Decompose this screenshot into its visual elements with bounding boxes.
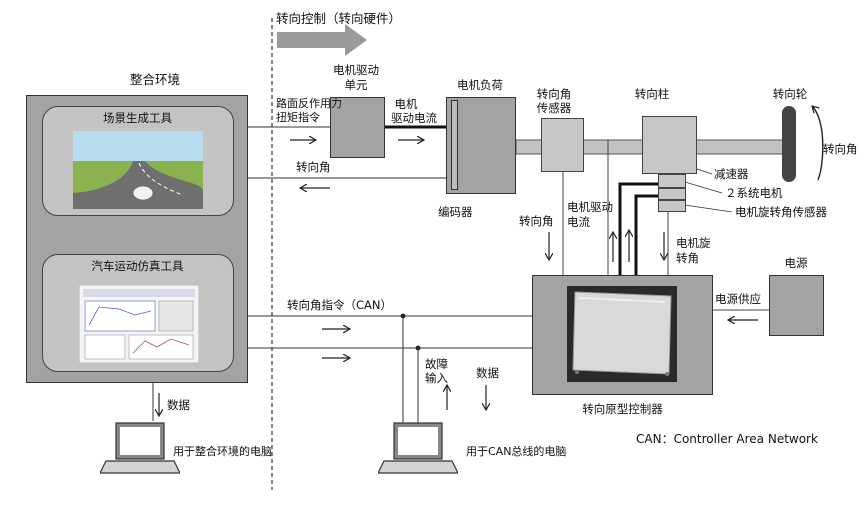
motor-driver-label-2: 单元 xyxy=(344,78,368,92)
angle-sensor-label-2: 传感器 xyxy=(536,101,572,115)
steering-wheel-shape xyxy=(782,106,796,182)
reaction-torque-label-2: 扭矩指令 xyxy=(276,111,320,124)
vehicle-sim-tool-label: 汽车运动仿真工具 xyxy=(91,259,184,273)
can-data-label: 数据 xyxy=(476,366,499,380)
integration-pc-label: 用于整合环境的电脑 xyxy=(173,445,272,458)
encoder-label: 编码器 xyxy=(438,205,473,219)
steer-cmd-can-label: 转向角指令（CAN） xyxy=(287,298,392,312)
reducer-block xyxy=(658,174,686,188)
steering-control-label: 转向控制（转向硬件） xyxy=(276,11,402,26)
current-down-label-1: 电机驱动 xyxy=(567,200,613,214)
power-supply-label: 电源供应 xyxy=(715,292,761,306)
controller-label: 转向原型控制器 xyxy=(582,402,663,416)
drive-current-label-2: 驱动电流 xyxy=(391,111,437,125)
motor-load-box xyxy=(446,97,516,194)
encoder-strip xyxy=(451,100,458,190)
reducer-label: 减速器 xyxy=(714,167,749,181)
power-label: 电源 xyxy=(784,256,808,270)
angle-sensor-label-1: 转向角 xyxy=(536,87,572,101)
current-down-label-2: 电流 xyxy=(567,215,590,229)
dual-motor-label: ２系统电机 xyxy=(725,186,783,200)
scene-tool-label: 场景生成工具 xyxy=(103,111,172,125)
motor-rotation-sensor-label: 电机旋转角传感器 xyxy=(735,205,827,219)
vehicle-sim-tool-box: 汽车运动仿真工具 xyxy=(42,254,234,372)
fault-input-label-2: 输入 xyxy=(425,371,448,385)
wheel-angle-label: 转向角 xyxy=(823,142,858,156)
motor-block xyxy=(658,188,686,200)
steer-angle-feedback-label: 转向角 xyxy=(296,160,331,174)
drive-current-label-1: 电机 xyxy=(394,97,418,111)
controller-photo xyxy=(567,286,677,382)
reaction-torque-label-1: 路面反作用力 xyxy=(276,97,342,110)
can-pc-icon xyxy=(378,422,458,474)
power-box xyxy=(769,275,824,336)
fault-input-label-1: 故障 xyxy=(425,357,448,371)
rotation-arrow xyxy=(812,106,824,181)
integration-title: 整合环境 xyxy=(129,72,180,87)
steering-wheel-label: 转向轮 xyxy=(772,87,808,101)
motor-load-label: 电机负荷 xyxy=(457,78,503,92)
motor-angle-label-1: 电机旋 xyxy=(676,236,711,250)
controller-box xyxy=(532,275,713,395)
simulation-screen-image xyxy=(79,285,199,363)
integration-pc-icon xyxy=(100,422,180,474)
angle-down-label: 转向角 xyxy=(519,214,554,228)
steering-column-box xyxy=(642,116,697,174)
motor-driver-unit-box xyxy=(330,97,385,158)
steering-column-label: 转向柱 xyxy=(634,87,670,101)
can-note: CAN：Controller Area Network xyxy=(636,432,818,446)
scene-tool-box: 场景生成工具 xyxy=(42,106,234,216)
can-pc-label: 用于CAN总线的电脑 xyxy=(466,445,567,458)
motor-driver-label-1: 电机驱动 xyxy=(333,63,379,77)
integration-data-label: 数据 xyxy=(167,398,190,412)
road-scene-image xyxy=(73,131,203,209)
angle-sensor-box xyxy=(541,118,584,172)
motor-angle-label-2: 转角 xyxy=(676,251,699,265)
rotation-sensor-block xyxy=(658,200,686,212)
control-direction-arrow xyxy=(277,24,367,56)
